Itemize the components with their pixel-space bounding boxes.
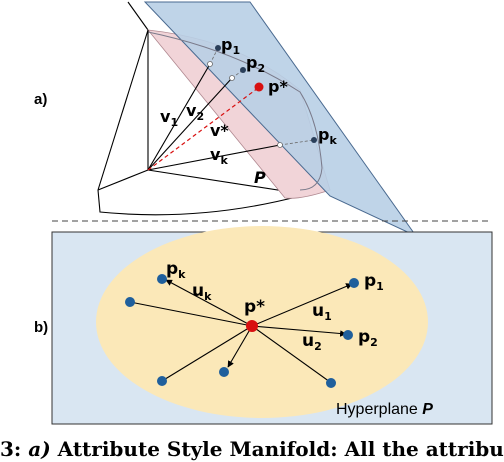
label-p1-a: p1: [221, 35, 240, 57]
label-u2: u2: [302, 331, 322, 353]
vector-v2: [147, 77, 233, 171]
diagram-canvas: a): [34, 1, 493, 425]
cone-base-arc: [97, 189, 301, 216]
panel-a-label: a): [34, 91, 47, 108]
panel-b: b) p* pk uk p1 u1 p2: [34, 226, 493, 425]
cone-top-edge: [127, 1, 149, 31]
figure-caption: 3: a) Attribute Style Manifold: All the …: [0, 437, 504, 461]
point-left-b: [125, 297, 135, 307]
label-u1: u1: [312, 301, 332, 323]
points-b: [125, 274, 359, 388]
label-pstar-a: p*: [268, 77, 288, 96]
point-bottom-left-b: [157, 376, 167, 386]
point-bottom-right-b: [326, 378, 336, 388]
label-p2-b: p2: [358, 327, 378, 349]
label-pstar-b: p*: [244, 297, 265, 317]
point-p1-b: [349, 278, 359, 288]
point-p2-b: [343, 330, 353, 340]
cone-left-edge: [97, 29, 149, 191]
vector-vk: [147, 144, 281, 171]
label-pk-b: pk: [166, 259, 186, 281]
point-p2-a: [240, 67, 246, 73]
cone-outline: [97, 1, 311, 216]
vector-vstar: [147, 87, 259, 171]
label-p1-b: p1: [364, 271, 384, 293]
label-plane-a: P: [254, 168, 266, 187]
line-to-bottom-right: [251, 325, 331, 383]
label-pk-a: pk: [318, 125, 337, 147]
point-p1-a: [215, 45, 221, 51]
label-p2-a: p2: [246, 53, 265, 75]
point-pk-a: [311, 137, 317, 143]
vector-v1: [147, 63, 211, 171]
point-pstar-b: [246, 320, 258, 332]
cone-base-left: [97, 169, 149, 191]
arrow-u2: [251, 325, 347, 337]
label-v1: v1: [160, 107, 178, 129]
label-v2: v2: [186, 101, 204, 123]
panel-b-label: b): [34, 319, 48, 336]
manifold-curve: [147, 31, 323, 191]
arrow-u1: [251, 283, 353, 327]
label-uk: uk: [192, 281, 212, 303]
arrow-uk: [165, 279, 253, 327]
label-vstar: v*: [210, 121, 229, 140]
panel-a: a): [34, 1, 418, 238]
point-pk-b: [157, 274, 167, 284]
arrow-down: [227, 325, 253, 368]
vectors-a: [147, 30, 281, 171]
line-to-bottom-left: [161, 325, 253, 382]
point-bottom-mid-b: [219, 367, 229, 377]
vectors-b: [129, 279, 353, 383]
label-vk: vk: [210, 145, 228, 167]
point-pstar-a: [254, 82, 264, 92]
line-to-left: [129, 301, 253, 327]
hyperplane-label: Hyperplane P: [336, 401, 433, 418]
manifold-markers: [207, 61, 283, 148]
